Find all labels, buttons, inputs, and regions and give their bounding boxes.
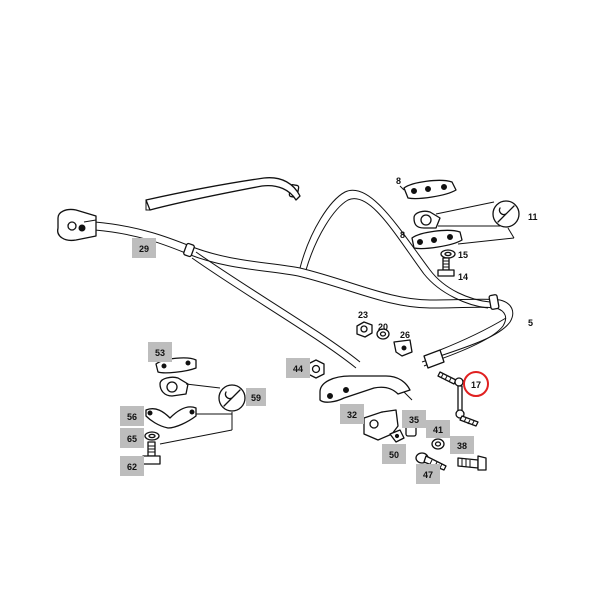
bolt-62 [142, 441, 161, 465]
label-5: 5 [528, 318, 533, 328]
leaders-left [159, 383, 233, 445]
bushing-left [159, 376, 189, 397]
washer-41 [431, 438, 445, 450]
link-rod [191, 251, 361, 369]
control-arm-bracket [319, 375, 413, 403]
svg-text:53: 53 [155, 348, 165, 358]
label-23: 23 [358, 310, 368, 320]
callout-56: 56 [120, 406, 144, 426]
upper-mounting-strap [145, 177, 301, 211]
leaders-upper-right [435, 201, 515, 245]
svg-text:38: 38 [457, 441, 467, 451]
bolt-14 [437, 257, 455, 277]
label-15: 15 [458, 250, 468, 260]
svg-text:32: 32 [347, 410, 357, 420]
callout-53: 53 [148, 342, 172, 362]
svg-text:17: 17 [471, 380, 481, 390]
stabilizer-bar [57, 184, 514, 367]
svg-text:59: 59 [251, 393, 261, 403]
highlight-callout-17[interactable]: 17 [463, 371, 489, 397]
spacer-50 [389, 429, 405, 443]
label-20: 20 [378, 322, 388, 332]
callout-41: 41 [426, 420, 450, 438]
nut-44 [307, 359, 325, 379]
washer-65 [144, 431, 160, 441]
bar-end-right [423, 317, 507, 369]
callout-32: 32 [340, 404, 364, 424]
bracket-26 [393, 339, 413, 357]
clamp-upper [399, 179, 457, 200]
washer-15 [440, 249, 456, 259]
clamp-lower [411, 229, 463, 250]
svg-text:47: 47 [423, 470, 433, 480]
bolt-38 [457, 455, 487, 471]
callout-65: 65 [120, 428, 144, 448]
svg-text:35: 35 [409, 415, 419, 425]
svg-text:50: 50 [389, 450, 399, 460]
tool-icon-11 [492, 200, 520, 228]
label-11: 11 [528, 212, 538, 222]
callout-59: 59 [246, 388, 266, 406]
svg-text:56: 56 [127, 412, 137, 422]
svg-text:29: 29 [139, 244, 149, 254]
label-8-upper: 8 [396, 176, 401, 186]
callout-62: 62 [120, 456, 144, 476]
callout-35: 35 [402, 410, 426, 428]
svg-text:65: 65 [127, 434, 137, 444]
bolt-47 [415, 452, 447, 471]
callout-38: 38 [450, 436, 474, 454]
label-14: 14 [458, 272, 468, 282]
callout-29: 29 [132, 238, 156, 258]
callout-50: 50 [382, 444, 406, 464]
rubber-bushing [413, 210, 441, 229]
clamp-56 [145, 406, 197, 429]
bushing-mount-32 [363, 409, 399, 441]
callout-47: 47 [416, 464, 440, 484]
washer-20 [376, 328, 390, 340]
svg-text:44: 44 [293, 364, 303, 374]
callout-44: 44 [286, 358, 310, 378]
svg-text:62: 62 [127, 462, 137, 472]
stabilizer-link-17 [437, 371, 479, 427]
svg-text:41: 41 [433, 425, 443, 435]
label-8-lower: 8 [400, 230, 405, 240]
nut-23 [356, 321, 373, 338]
label-26: 26 [400, 330, 410, 340]
tool-icon-59 [218, 384, 246, 412]
